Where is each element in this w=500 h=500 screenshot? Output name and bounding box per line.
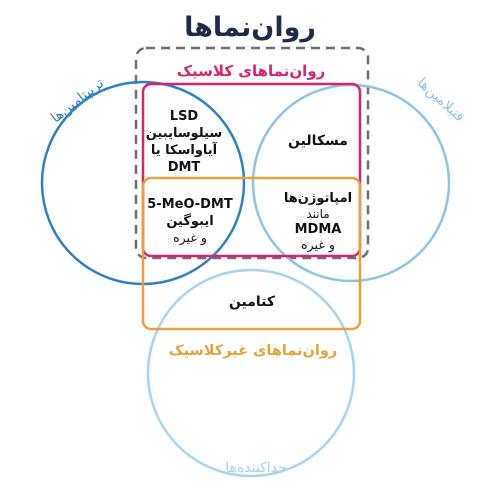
classic-psychedelics-label: روان‌نماهای کلاسیک (177, 62, 326, 80)
region-text: مانند (306, 207, 329, 221)
phenethylamines-circle (251, 83, 451, 283)
region-phenethylamine-classic: مسکالین (288, 133, 348, 149)
region-tryptamine-classic: LSD سیلوسایبین آیاواسکا یا DMT (146, 109, 222, 175)
region-text: 5-MeO-DMT (147, 197, 233, 212)
region-phenethylamine-nonclassic: امپاتوژن‌ها مانند MDMA و غیره (284, 191, 352, 253)
non-classic-psychedelics-box (141, 176, 362, 331)
tryptamines-label: تریپتامین‌ها (48, 75, 107, 126)
region-text: MDMA (295, 222, 342, 237)
classic-psychedelics-box (141, 82, 362, 258)
region-text: DMT (168, 160, 201, 175)
diagram-title: روان‌نماها (184, 12, 316, 43)
region-text: و غیره (173, 230, 207, 246)
dissociatives-circle (146, 268, 356, 478)
psychedelics-boundary (134, 46, 370, 260)
region-text: سیلوسایبین (146, 126, 222, 141)
phenethylamines-label: فنیلامین‌ها (414, 75, 467, 125)
dissociatives-label: جداکننده‌ها (225, 460, 286, 476)
region-tryptamine-nonclassic: 5-MeO-DMT ایبوگین و غیره (147, 197, 233, 246)
region-text: ایبوگین (166, 213, 213, 229)
region-text: امپاتوژن‌ها (284, 191, 352, 206)
region-dissociative-nonclassic: کتامین (229, 294, 276, 310)
region-text: و غیره (301, 237, 335, 253)
region-text: LSD (170, 109, 199, 124)
non-classic-psychedelics-label: روان‌نماهای غیرکلاسیک (169, 343, 337, 359)
region-text: آیاواسکا یا (151, 141, 218, 158)
